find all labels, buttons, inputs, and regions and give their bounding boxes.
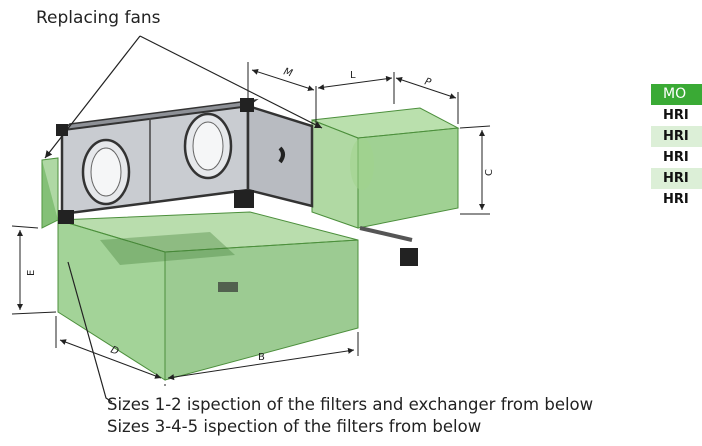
ventilation-unit xyxy=(56,98,418,292)
dim-label-d: D xyxy=(109,345,121,358)
inspection-note-line-2: Sizes 3-4-5 ispection of the filters fro… xyxy=(107,417,482,436)
dim-label-p: P xyxy=(423,76,433,89)
note-pointer xyxy=(67,261,113,403)
inspection-volume-right xyxy=(311,107,460,229)
dimension-lines xyxy=(11,62,491,386)
dim-label-m: M xyxy=(282,66,294,79)
dim-label-l: L xyxy=(350,70,356,81)
model-table-row: HRI xyxy=(663,192,689,207)
dim-label-c: C xyxy=(484,169,495,176)
dim-label-b: B xyxy=(258,352,265,363)
dim-label-e: E xyxy=(26,270,37,276)
model-table-row: HRI xyxy=(651,168,702,189)
inspection-note-line-1: Sizes 1-2 ispection of the filters and e… xyxy=(107,395,594,414)
model-table-row: HRI xyxy=(651,126,702,147)
fan-pointers xyxy=(44,35,323,159)
model-table-header: MO xyxy=(651,84,702,105)
model-table-row: HRI xyxy=(663,150,689,165)
model-table-row: HRI xyxy=(663,108,689,123)
replacing-fans-label: Replacing fans xyxy=(36,8,161,28)
